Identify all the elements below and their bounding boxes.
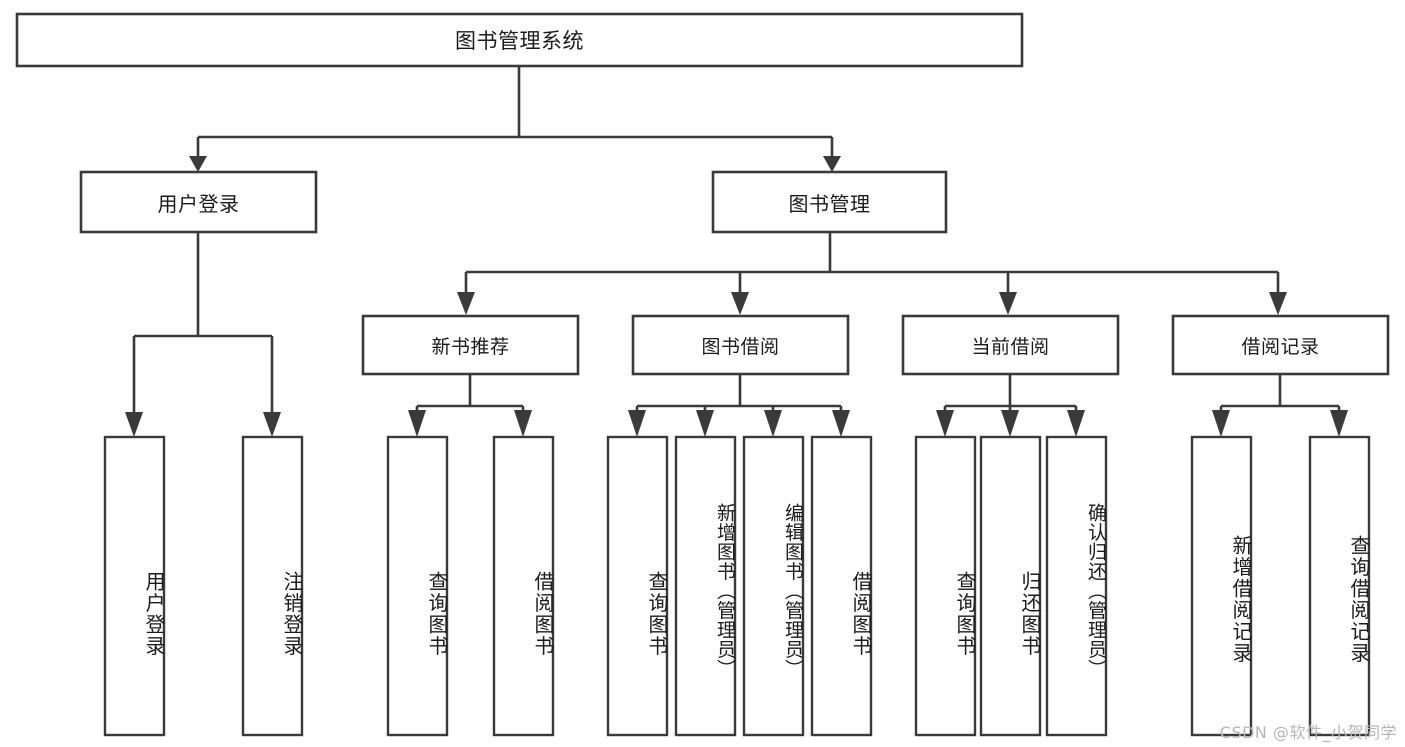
arrowhead-to-leaf-borrow-query bbox=[628, 410, 646, 437]
connector-bookmgmt-bus bbox=[464, 232, 1280, 292]
arrowhead-to-leaf-record-query bbox=[1330, 410, 1348, 437]
arrowhead-to-leaf-current-return bbox=[1001, 410, 1019, 437]
arrowhead-to-leaf-user-logout bbox=[263, 412, 281, 437]
node-box-bookmgmt[interactable] bbox=[711, 170, 948, 234]
node-box-leaf-current-query[interactable] bbox=[914, 435, 977, 737]
arrowhead-to-leaf-newbook-borrow bbox=[514, 410, 532, 437]
arrowhead-to-leaf-record-add bbox=[1212, 410, 1230, 437]
arrowhead-to-leaf-user-login bbox=[125, 412, 143, 437]
arrowhead-to-leaf-current-query bbox=[936, 410, 954, 437]
node-box-borrow[interactable] bbox=[631, 314, 850, 376]
node-box-leaf-borrow-lend[interactable] bbox=[810, 435, 873, 737]
arrowhead-to-leaf-newbook-query bbox=[408, 410, 426, 437]
node-box-leaf-current-confirm[interactable] bbox=[1045, 435, 1108, 737]
node-box-leaf-newbook-borrow[interactable] bbox=[492, 435, 555, 737]
node-box-leaf-current-return[interactable] bbox=[979, 435, 1042, 737]
csdn-watermark: CSDN @软件_小贺同学 bbox=[1219, 723, 1397, 742]
connector-newbook-bus bbox=[415, 374, 525, 418]
node-box-leaf-record-query[interactable] bbox=[1308, 435, 1371, 737]
connector-login-bus bbox=[132, 232, 274, 420]
arrowhead-to-borrow bbox=[731, 292, 749, 315]
arrowhead-to-newbook bbox=[457, 292, 475, 315]
node-box-leaf-newbook-query[interactable] bbox=[386, 435, 449, 737]
arrowhead-to-leaf-borrow-lend bbox=[832, 410, 850, 437]
node-box-record[interactable] bbox=[1171, 314, 1390, 376]
node-box-leaf-borrow-query[interactable] bbox=[606, 435, 669, 737]
arrowhead-to-leaf-current-confirm bbox=[1067, 410, 1085, 437]
node-box-leaf-user-login[interactable] bbox=[103, 435, 166, 737]
arrowhead-to-leaf-borrow-add bbox=[696, 410, 714, 437]
node-box-leaf-borrow-edit[interactable] bbox=[742, 435, 805, 737]
connector-record-bus bbox=[1219, 374, 1341, 418]
arrowhead-to-leaf-borrow-edit bbox=[764, 410, 782, 437]
arrowhead-to-current bbox=[999, 292, 1017, 315]
connector-root-bus bbox=[196, 66, 834, 156]
node-box-root[interactable] bbox=[15, 12, 1024, 68]
arrowhead-to-bookmgmt bbox=[823, 156, 841, 172]
node-box-login[interactable] bbox=[79, 170, 318, 234]
connector-borrow-bus bbox=[635, 374, 843, 418]
arrowhead-to-record bbox=[1269, 292, 1287, 315]
node-box-leaf-borrow-add[interactable] bbox=[674, 435, 737, 737]
node-box-leaf-record-add[interactable] bbox=[1190, 435, 1253, 737]
node-box-current[interactable] bbox=[901, 314, 1120, 376]
node-box-newbook[interactable] bbox=[361, 314, 580, 376]
arrowhead-to-login bbox=[189, 156, 207, 172]
node-box-leaf-user-logout[interactable] bbox=[241, 435, 304, 737]
